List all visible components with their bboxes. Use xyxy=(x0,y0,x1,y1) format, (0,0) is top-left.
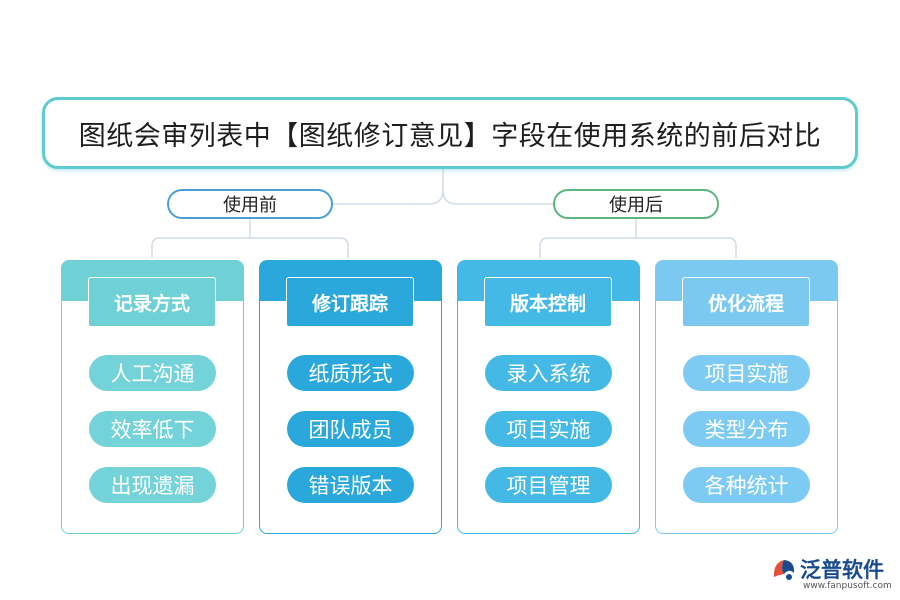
card-item: 项目管理 xyxy=(485,467,612,503)
card-title: 版本控制 xyxy=(484,277,612,327)
card-revision-tracking: 修订跟踪 纸质形式 团队成员 错误版本 xyxy=(259,260,442,534)
logo-name: 泛普软件 xyxy=(800,558,884,582)
card-item: 类型分布 xyxy=(683,411,810,447)
group-after: 使用后 xyxy=(553,189,719,219)
card-title: 优化流程 xyxy=(682,277,810,327)
connector-title-after xyxy=(442,189,553,205)
card-item: 各种统计 xyxy=(683,467,810,503)
card-optimize-process: 优化流程 项目实施 类型分布 各种统计 xyxy=(655,260,838,534)
card-title: 修订跟踪 xyxy=(286,277,414,327)
card-version-control: 版本控制 录入系统 项目实施 项目管理 xyxy=(457,260,640,534)
card-item: 效率低下 xyxy=(89,411,216,447)
page-title: 图纸会审列表中【图纸修订意见】字段在使用系统的前后对比 xyxy=(78,120,822,152)
connector-title-before xyxy=(333,169,444,205)
fanpu-logo-icon xyxy=(773,560,795,580)
card-item: 人工沟通 xyxy=(89,355,216,391)
logo-url: www.fanpusoft.com xyxy=(803,581,892,591)
connector-after-branch xyxy=(539,237,737,258)
card-title: 记录方式 xyxy=(88,277,216,327)
card-item: 团队成员 xyxy=(287,411,414,447)
card-item: 录入系统 xyxy=(485,355,612,391)
card-item: 项目实施 xyxy=(485,411,612,447)
group-before: 使用前 xyxy=(167,189,333,219)
card-item: 项目实施 xyxy=(683,355,810,391)
card-record-method: 记录方式 人工沟通 效率低下 出现遗漏 xyxy=(61,260,244,534)
connector-before-branch xyxy=(151,237,349,258)
card-item: 纸质形式 xyxy=(287,355,414,391)
card-item: 错误版本 xyxy=(287,467,414,503)
card-item: 出现遗漏 xyxy=(89,467,216,503)
brand-logo: 泛普软件 www.fanpusoft.com xyxy=(770,553,895,595)
title-box: 图纸会审列表中【图纸修订意见】字段在使用系统的前后对比 xyxy=(42,97,858,169)
